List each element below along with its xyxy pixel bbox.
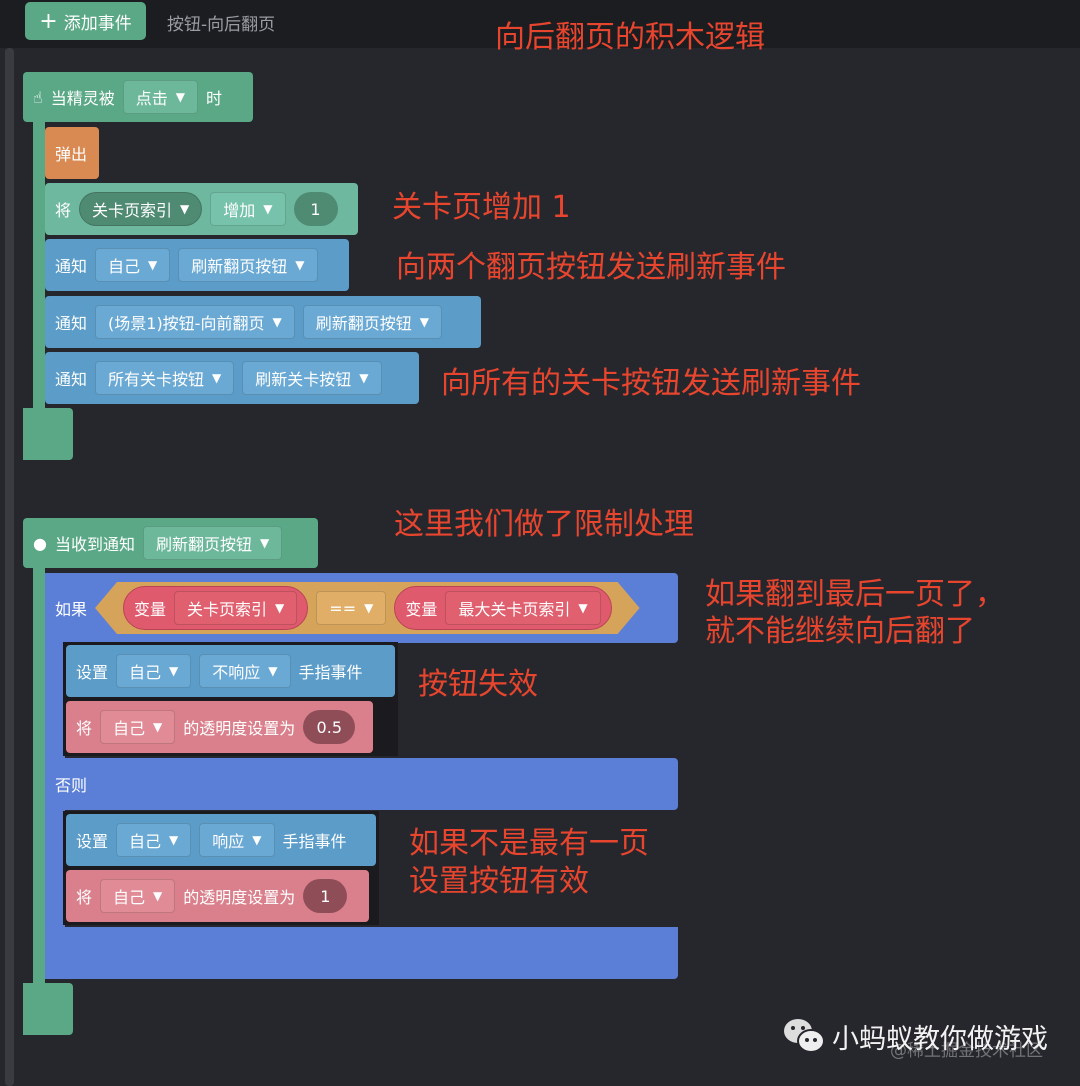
variable-dropdown[interactable]: 最大关卡页索引▼ (445, 591, 600, 625)
notify-block[interactable]: 通知 (场景1)按钮-向前翻页▼ 刷新翻页按钮▼ (45, 296, 481, 348)
set-opacity-block[interactable]: 将 自己▼ 的透明度设置为 0.5 (66, 701, 373, 753)
annotation: 就不能继续向后翻了 (705, 614, 975, 649)
add-event-button[interactable]: +添加事件 (25, 2, 146, 40)
block1-foot (23, 408, 73, 460)
operation-dropdown[interactable]: 增加▼ (210, 192, 286, 226)
annotation: 这里我们做了限制处理 (394, 507, 694, 542)
annotation: 如果不是最有一页 (409, 826, 649, 861)
operator-dropdown[interactable]: ==▼ (316, 591, 386, 625)
notify-block[interactable]: 通知 自己▼ 刷新翻页按钮▼ (45, 239, 349, 291)
set-opacity-block[interactable]: 将 自己▼ 的透明度设置为 1 (66, 870, 369, 922)
set-variable-block[interactable]: 将 关卡页索引▼ 增加▼ 1 (45, 183, 358, 235)
opacity-input[interactable]: 0.5 (303, 710, 356, 744)
play-circle-icon: ● (33, 533, 47, 553)
variable-dropdown[interactable]: 关卡页索引▼ (79, 192, 203, 226)
block1-stem (33, 110, 45, 430)
variable-dropdown[interactable]: 关卡页索引▼ (174, 591, 297, 625)
notify-block[interactable]: 通知 所有关卡按钮▼ 刷新关卡按钮▼ (45, 352, 419, 404)
target-dropdown[interactable]: 所有关卡按钮▼ (95, 361, 235, 395)
set-touch-block[interactable]: 设置 自己▼ 不响应▼ 手指事件 (66, 645, 395, 697)
opacity-input[interactable]: 1 (303, 879, 348, 913)
left-variable[interactable]: 变量关卡页索引▼ (123, 586, 308, 630)
notify-dropdown[interactable]: 刷新翻页按钮▼ (142, 526, 283, 560)
target-dropdown[interactable]: 自己▼ (116, 823, 192, 857)
plus-icon: + (39, 8, 58, 34)
block2-stem (33, 560, 45, 1000)
annotation: 向两个翻页按钮发送刷新事件 (396, 250, 786, 285)
value-input[interactable]: 1 (293, 192, 338, 226)
annotation: 设置按钮有效 (409, 864, 589, 899)
if-block[interactable]: 如果 变量关卡页索引▼ ==▼ 变量最大关卡页索引▼ (45, 573, 678, 643)
block2-foot (23, 983, 73, 1035)
trigger-dropdown[interactable]: 点击▼ (122, 80, 199, 114)
target-dropdown[interactable]: 自己▼ (100, 710, 176, 744)
wechat-icon (784, 1019, 825, 1053)
annotation-title: 向后翻页的积木逻辑 (495, 20, 765, 55)
target-dropdown[interactable]: (场景1)按钮-向前翻页▼ (95, 305, 295, 339)
mode-dropdown[interactable]: 不响应▼ (199, 654, 291, 688)
mode-dropdown[interactable]: 响应▼ (199, 823, 275, 857)
event-title: 按钮-向后翻页 (167, 15, 276, 35)
set-touch-block[interactable]: 设置 自己▼ 响应▼ 手指事件 (66, 814, 376, 866)
dropdown-arrow-icon: ▼ (175, 90, 186, 104)
click-event-hat[interactable]: ☝ 当精灵被 点击▼ 时 (23, 72, 253, 122)
event-dropdown[interactable]: 刷新翻页按钮▼ (302, 305, 442, 339)
event-dropdown[interactable]: 刷新关卡按钮▼ (242, 361, 382, 395)
event-dropdown[interactable]: 刷新翻页按钮▼ (178, 248, 318, 282)
target-dropdown[interactable]: 自己▼ (116, 654, 192, 688)
if-block-end (45, 927, 678, 979)
hand-pointer-icon: ☝ (33, 87, 43, 107)
annotation: 关卡页增加 1 (392, 190, 571, 225)
annotation: 向所有的关卡按钮发送刷新事件 (441, 366, 861, 401)
toolbar (0, 0, 1080, 48)
watermark-overlay: @稀土掘金技术社区 (890, 1041, 1043, 1061)
annotation: 如果翻到最后一页了， (705, 577, 1005, 612)
watermark: 小蚂蚁教你做游戏 (782, 1016, 1048, 1056)
right-variable[interactable]: 变量最大关卡页索引▼ (394, 586, 611, 630)
compare-condition[interactable]: 变量关卡页索引▼ ==▼ 变量最大关卡页索引▼ (95, 582, 640, 634)
scrollbar[interactable] (5, 48, 14, 1086)
target-dropdown[interactable]: 自己▼ (95, 248, 171, 282)
else-label: 否则 (45, 758, 678, 810)
target-dropdown[interactable]: 自己▼ (100, 879, 176, 913)
receive-notify-hat[interactable]: ● 当收到通知 刷新翻页按钮▼ (23, 518, 318, 568)
popup-block[interactable]: 弹出 (45, 127, 99, 179)
annotation: 按钮失效 (418, 667, 538, 702)
